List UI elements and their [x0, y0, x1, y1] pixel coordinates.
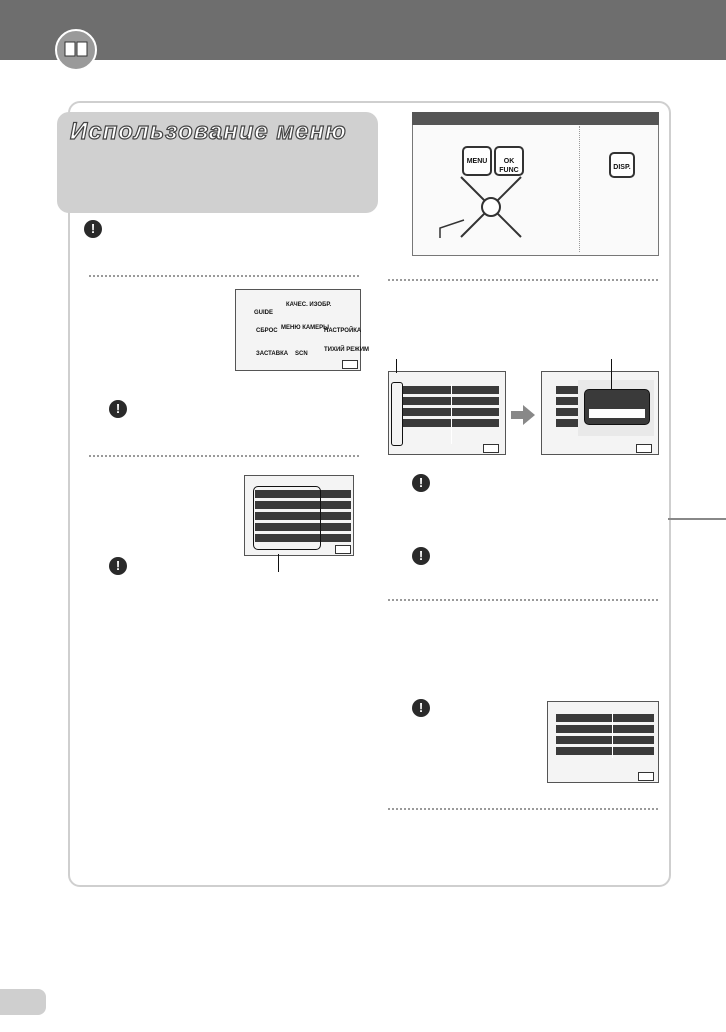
side-tab-rule	[668, 518, 726, 520]
page-number-tab	[0, 989, 46, 1015]
ok-icon	[636, 444, 652, 453]
menu-screen: GUIDE КАЧЕС. ИЗОБР. МЕНЮ КАМЕРЫ СБРОС НА…	[235, 289, 369, 371]
menu-key: MENU	[462, 146, 492, 176]
callout-line	[396, 359, 397, 373]
confirm-screen	[547, 701, 659, 783]
caution-icon: !	[412, 474, 430, 492]
caution-icon: !	[412, 699, 430, 717]
divider	[579, 126, 580, 252]
header-band	[0, 0, 726, 60]
popup-highlight	[584, 389, 650, 425]
keys-panel	[412, 112, 659, 256]
section-divider	[388, 808, 658, 810]
caution-icon: !	[109, 557, 127, 575]
ok-icon	[638, 772, 654, 781]
section-divider	[388, 279, 658, 281]
content-frame	[68, 101, 671, 887]
settings-popup-screen	[541, 371, 659, 455]
tab-highlight	[253, 486, 321, 550]
settings-screen	[388, 371, 506, 455]
callout-line	[278, 554, 279, 572]
ok-icon	[342, 360, 358, 369]
book-icon	[55, 29, 97, 71]
callout-line	[439, 219, 465, 238]
caution-icon: !	[84, 220, 102, 238]
callout-line	[611, 359, 612, 389]
page-title: Использование меню	[69, 117, 347, 145]
disp-key: DISP.	[609, 152, 635, 178]
submenu-screen	[244, 475, 354, 556]
arrow-right-icon	[511, 405, 535, 425]
caution-icon: !	[109, 400, 127, 418]
title-box	[57, 112, 378, 213]
caution-icon: !	[412, 547, 430, 565]
section-divider	[89, 275, 359, 277]
arrow-pad-icon	[460, 176, 522, 238]
tab-highlight	[391, 382, 403, 446]
ok-icon	[335, 545, 351, 554]
keys-panel-header	[412, 112, 659, 125]
section-divider	[388, 599, 658, 601]
section-divider	[89, 455, 359, 457]
ok-icon	[483, 444, 499, 453]
